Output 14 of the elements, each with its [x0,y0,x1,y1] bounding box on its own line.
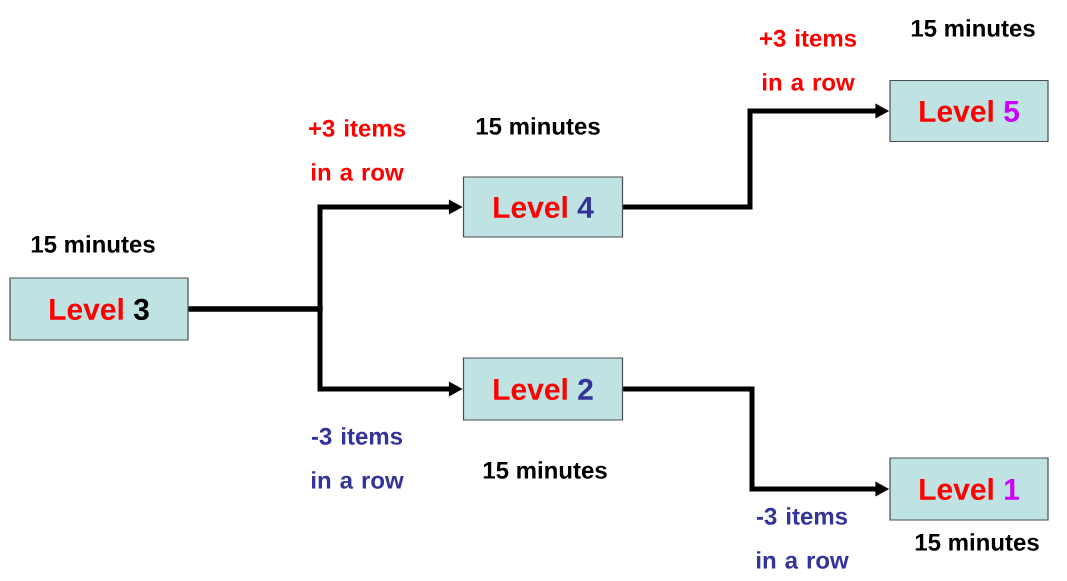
edge-label: +3 items in a row [760,29,857,91]
duration-label: 15 minutes [476,117,600,135]
duration-label: 15 minutes [911,19,1035,37]
duration-label: 15 minutes [915,533,1039,551]
edge-label: -3 items in a row [311,427,404,489]
level-box: Level 4 [462,176,624,238]
level-box: Level 1 [889,457,1049,521]
level-box: Level 3 [9,277,189,341]
level-box: Level 2 [462,357,624,421]
edge-label: -3 items in a row [756,507,849,569]
edge-label: +3 items in a row [309,119,406,181]
duration-label: 15 minutes [31,235,155,253]
duration-label: 15 minutes [483,461,607,479]
level-box: Level 5 [889,79,1049,143]
